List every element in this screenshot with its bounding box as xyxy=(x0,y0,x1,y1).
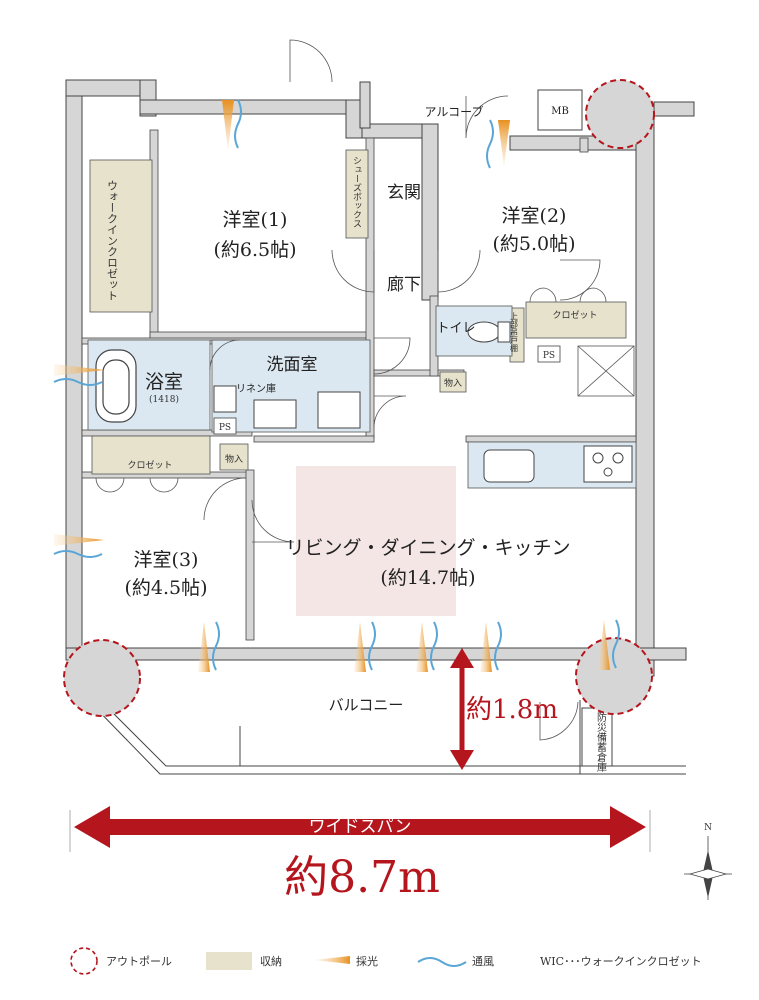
bathtub-icon xyxy=(95,349,137,423)
room-labels: 洋室(1) (約6.5帖) 洋室(2) (約5.0帖) 洋室(3) (約4.5帖… xyxy=(124,104,575,714)
closet-label-3: クロゼット xyxy=(127,459,172,471)
legend-daylight: 採光 xyxy=(356,954,378,968)
wide-span-arrow xyxy=(69,806,651,852)
room-ldk-name: リビング・ダイニング・キッチン xyxy=(285,537,570,559)
closet-label-2: クロゼット xyxy=(552,309,597,321)
refrigerator-space xyxy=(577,345,635,397)
outpole-circles xyxy=(63,79,655,717)
room-western2-size: (約5.0帖) xyxy=(492,233,575,255)
closet-doors xyxy=(95,287,607,493)
upper-shelf-label: 上部吊戸棚 xyxy=(510,312,519,353)
toilet-icon xyxy=(467,321,511,343)
span-value: 約8.7m xyxy=(284,852,440,903)
storage-areas xyxy=(89,149,627,475)
linen-label: リネン庫 xyxy=(236,382,276,395)
span-label: ワイドスパン xyxy=(309,817,412,837)
room-balcony: バルコニー xyxy=(329,696,404,714)
disaster-storage-box xyxy=(581,707,613,767)
daylight-ventilation-markers xyxy=(53,99,620,672)
room-washroom: 洗面室 xyxy=(267,355,318,375)
mb-box xyxy=(537,89,583,131)
room-bath-name: 浴室 xyxy=(145,371,183,393)
room-western3-name: 洋室(3) xyxy=(134,549,199,571)
balcony-depth-label: 約1.8m xyxy=(466,695,558,725)
balcony-depth-arrow xyxy=(450,648,474,770)
room-western1-size: (約6.5帖) xyxy=(213,239,296,261)
room-ldk-size: (約14.7帖) xyxy=(380,567,475,589)
balcony-outline xyxy=(87,699,686,775)
stove-icon xyxy=(583,445,633,483)
storage-label-1: 物入 xyxy=(225,453,243,465)
wash-basin-icon xyxy=(213,385,361,429)
room-entrance: 玄関 xyxy=(387,183,421,203)
compass-north-label: N xyxy=(704,823,712,833)
room-western3-size: (約4.5帖) xyxy=(124,577,207,599)
legend-ventilation: 通風 xyxy=(472,955,494,968)
legend-outpole: アウトポール xyxy=(106,955,172,968)
storage-label-2: 物入 xyxy=(444,377,462,389)
room-corridor: 廊下 xyxy=(387,275,421,295)
room-western2-name: 洋室(2) xyxy=(502,205,567,227)
legend-wic-note: WIC･･･ウォークインクロゼット xyxy=(540,955,702,968)
kitchen-sink-icon xyxy=(483,449,535,483)
fixture-labels: シューズボックス ウォークインクロゼット クロゼット クロゼット リネン庫 物入… xyxy=(106,156,607,773)
legend xyxy=(70,947,467,975)
ldk-highlight xyxy=(296,466,456,616)
room-alcove: アルコーブ xyxy=(425,104,484,119)
ps-label-1: PS xyxy=(219,423,231,433)
ps-boxes xyxy=(213,345,561,435)
mb-label: MB xyxy=(551,106,569,117)
room-western1-name: 洋室(1) xyxy=(223,209,288,231)
legend-storage: 収納 xyxy=(260,955,282,968)
disaster-storage-label: 防災備蓄倉庫 xyxy=(595,711,607,773)
ps-label-2: PS xyxy=(543,351,555,361)
wic-label: ウォークインクロゼット xyxy=(106,180,119,301)
door-swings xyxy=(203,39,601,741)
compass-icon xyxy=(684,836,732,900)
toilet-label: トイレ xyxy=(436,321,475,336)
shoebox-label: シューズボックス xyxy=(351,156,362,228)
room-bath-size: (1418) xyxy=(149,394,179,405)
